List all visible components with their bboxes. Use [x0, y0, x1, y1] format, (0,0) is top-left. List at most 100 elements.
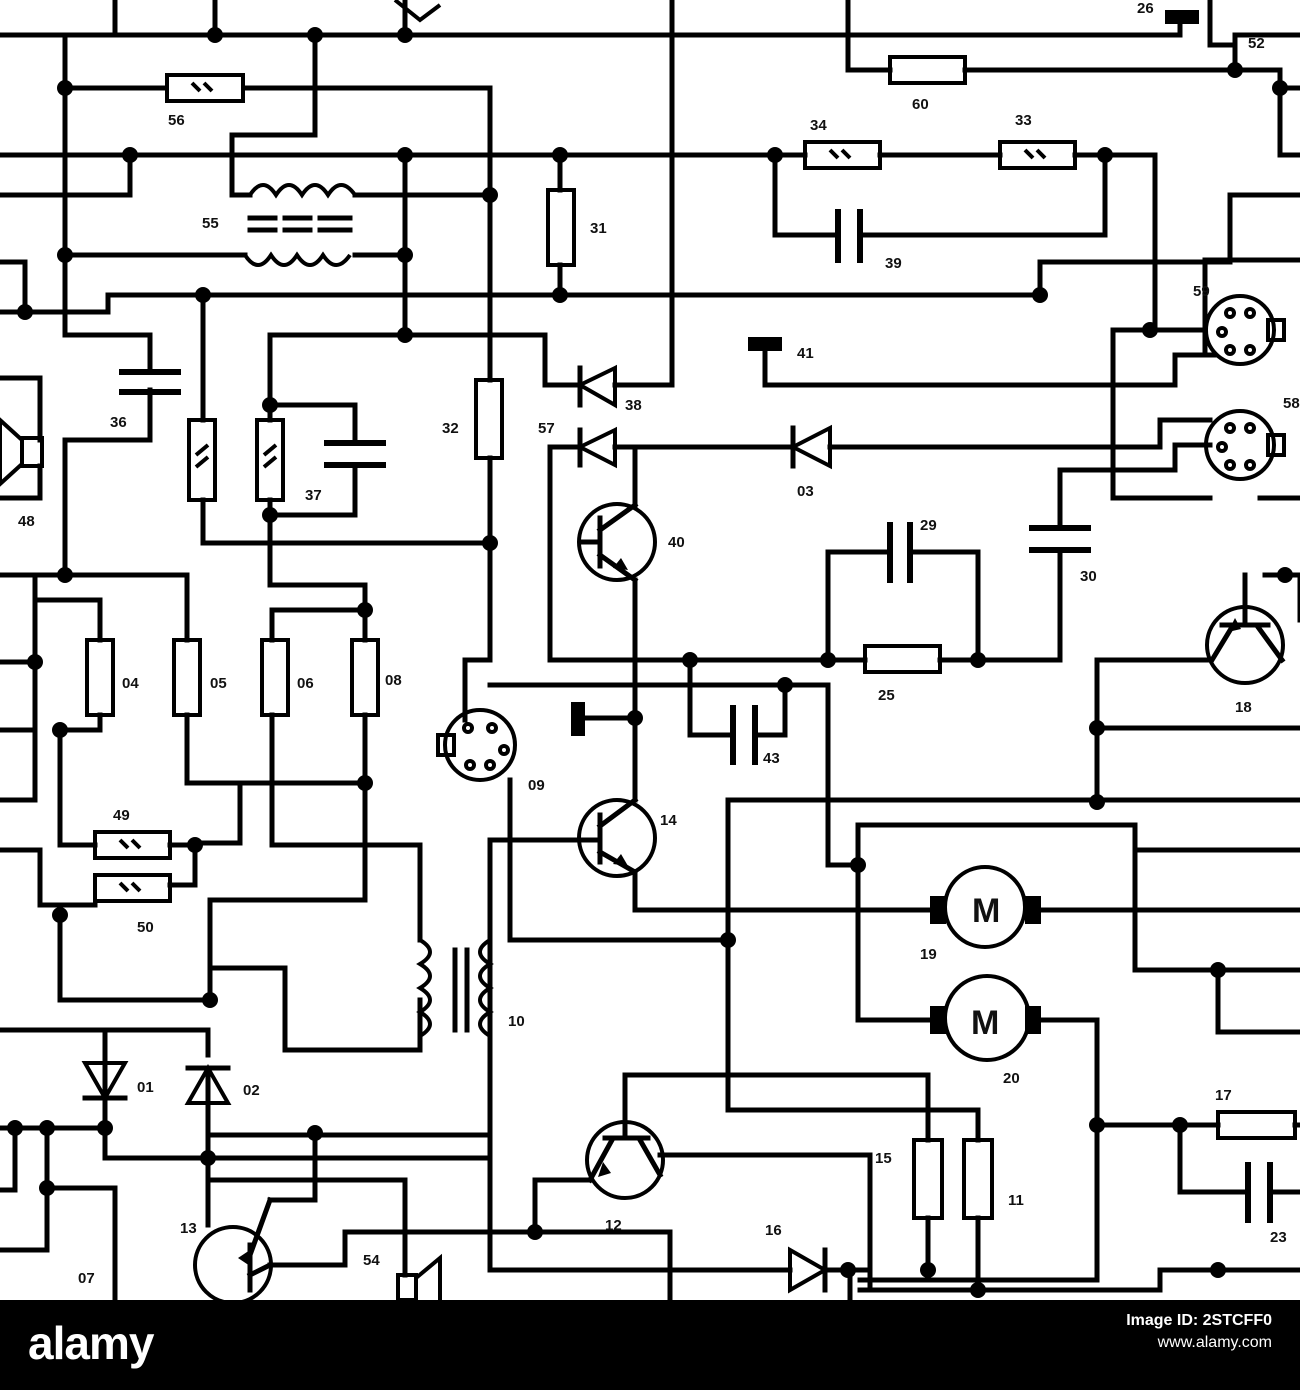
label-08: 08 [385, 672, 402, 689]
label-07: 07 [78, 1270, 95, 1287]
label-09: 09 [528, 777, 545, 794]
label-15: 15 [875, 1150, 892, 1167]
terminal-41 [748, 337, 782, 388]
transistors [193, 501, 1286, 1300]
junction-dots [7, 27, 1293, 1298]
label-06: 06 [297, 675, 314, 692]
label-20: 20 [1003, 1070, 1020, 1087]
resistor-left-37b [255, 418, 285, 502]
transistor-40 [577, 501, 657, 584]
connector-58 [1204, 409, 1286, 481]
label-13: 13 [180, 1220, 197, 1237]
label-19: 19 [920, 946, 937, 963]
motor-19-symbol: M [972, 892, 1000, 930]
label-29: 29 [920, 517, 937, 534]
label-39: 39 [885, 255, 902, 272]
label-05: 05 [210, 675, 227, 692]
resistor-56 [165, 73, 245, 103]
capacitor-30 [1029, 525, 1091, 553]
resistor-49 [93, 830, 172, 860]
resistor-33 [998, 140, 1077, 170]
label-04: 04 [122, 675, 139, 692]
diode-38 [575, 364, 617, 409]
resistors [85, 55, 1297, 1220]
label-49: 49 [113, 807, 130, 824]
transistor-13 [193, 1196, 274, 1300]
resistor-04 [85, 638, 115, 717]
label-59: 59 [1193, 283, 1210, 300]
resistor-left-37a [187, 418, 217, 502]
resistor-15 [912, 1138, 944, 1220]
resistor-32 [474, 378, 504, 460]
label-33: 33 [1015, 112, 1032, 129]
label-12: 12 [605, 1217, 622, 1234]
resistor-08 [350, 638, 380, 717]
label-17: 17 [1215, 1087, 1232, 1104]
misc-symbols [0, 0, 1199, 1300]
diodes [81, 364, 832, 1294]
transistor-18 [1205, 572, 1286, 685]
label-52: 52 [1248, 35, 1265, 52]
capacitors [119, 209, 1273, 1223]
label-56: 56 [168, 112, 185, 129]
alamy-logo: alamy [28, 1317, 154, 1369]
motor-19: M [930, 865, 1041, 949]
label-03: 03 [797, 483, 814, 500]
image-id-block: Image ID: 2STCFF0 www.alamy.com [1126, 1310, 1272, 1354]
label-43: 43 [763, 750, 780, 767]
label-55: 55 [202, 215, 219, 232]
watermark-footer: alamy Image ID: 2STCFF0 www.alamy.com [0, 1300, 1300, 1390]
motors: M M [930, 865, 1041, 1062]
label-11: 11 [1008, 1192, 1024, 1209]
label-30: 30 [1080, 568, 1097, 585]
connectors [436, 294, 1286, 782]
label-32: 32 [442, 420, 459, 437]
connector-59 [1204, 294, 1286, 366]
transformer-10 [416, 938, 494, 1038]
speaker-54 [396, 1253, 442, 1300]
motor-20: M [930, 974, 1041, 1062]
label-37: 37 [305, 487, 322, 504]
capacitor-39 [835, 209, 863, 263]
diode-16 [788, 1246, 830, 1294]
terminal-mid [571, 702, 585, 736]
label-58: 58 [1283, 395, 1300, 412]
label-26: 26 [1137, 0, 1154, 17]
transformer-55 [243, 183, 357, 267]
component-labels: 56 60 52 26 34 33 55 31 39 59 58 41 36 3… [18, 0, 1300, 1287]
label-01: 01 [137, 1079, 154, 1096]
label-50: 50 [137, 919, 154, 936]
speaker-top [393, 0, 442, 23]
speaker-48 [0, 375, 44, 501]
diode-57 [575, 426, 617, 469]
resistor-25 [863, 644, 942, 674]
capacitor-43 [730, 705, 758, 765]
resistor-06 [260, 638, 290, 717]
label-31: 31 [590, 220, 607, 237]
label-02: 02 [243, 1082, 260, 1099]
diode-03 [788, 424, 832, 470]
site-url: www.alamy.com [1157, 1334, 1272, 1351]
label-25: 25 [878, 687, 895, 704]
resistor-11 [962, 1138, 994, 1220]
connector-09 [436, 708, 517, 782]
label-14: 14 [660, 812, 677, 829]
resistor-60 [888, 55, 967, 85]
label-54: 54 [363, 1252, 380, 1269]
diode-01 [81, 1061, 129, 1103]
transistor-12 [585, 1120, 665, 1200]
label-57: 57 [538, 420, 555, 437]
circuit-diagram: M M 56 60 52 26 34 33 55 31 39 [0, 0, 1300, 1300]
label-48: 48 [18, 513, 35, 530]
resistor-34 [803, 140, 882, 170]
label-16: 16 [765, 1222, 782, 1239]
label-41: 41 [797, 345, 814, 362]
capacitor-23 [1245, 1162, 1273, 1223]
resistor-05 [172, 638, 202, 717]
label-18: 18 [1235, 699, 1252, 716]
label-60: 60 [912, 96, 929, 113]
label-23: 23 [1270, 1229, 1287, 1246]
capacitor-37 [324, 440, 386, 468]
resistor-50 [93, 873, 172, 903]
capacitor-29 [887, 522, 913, 583]
